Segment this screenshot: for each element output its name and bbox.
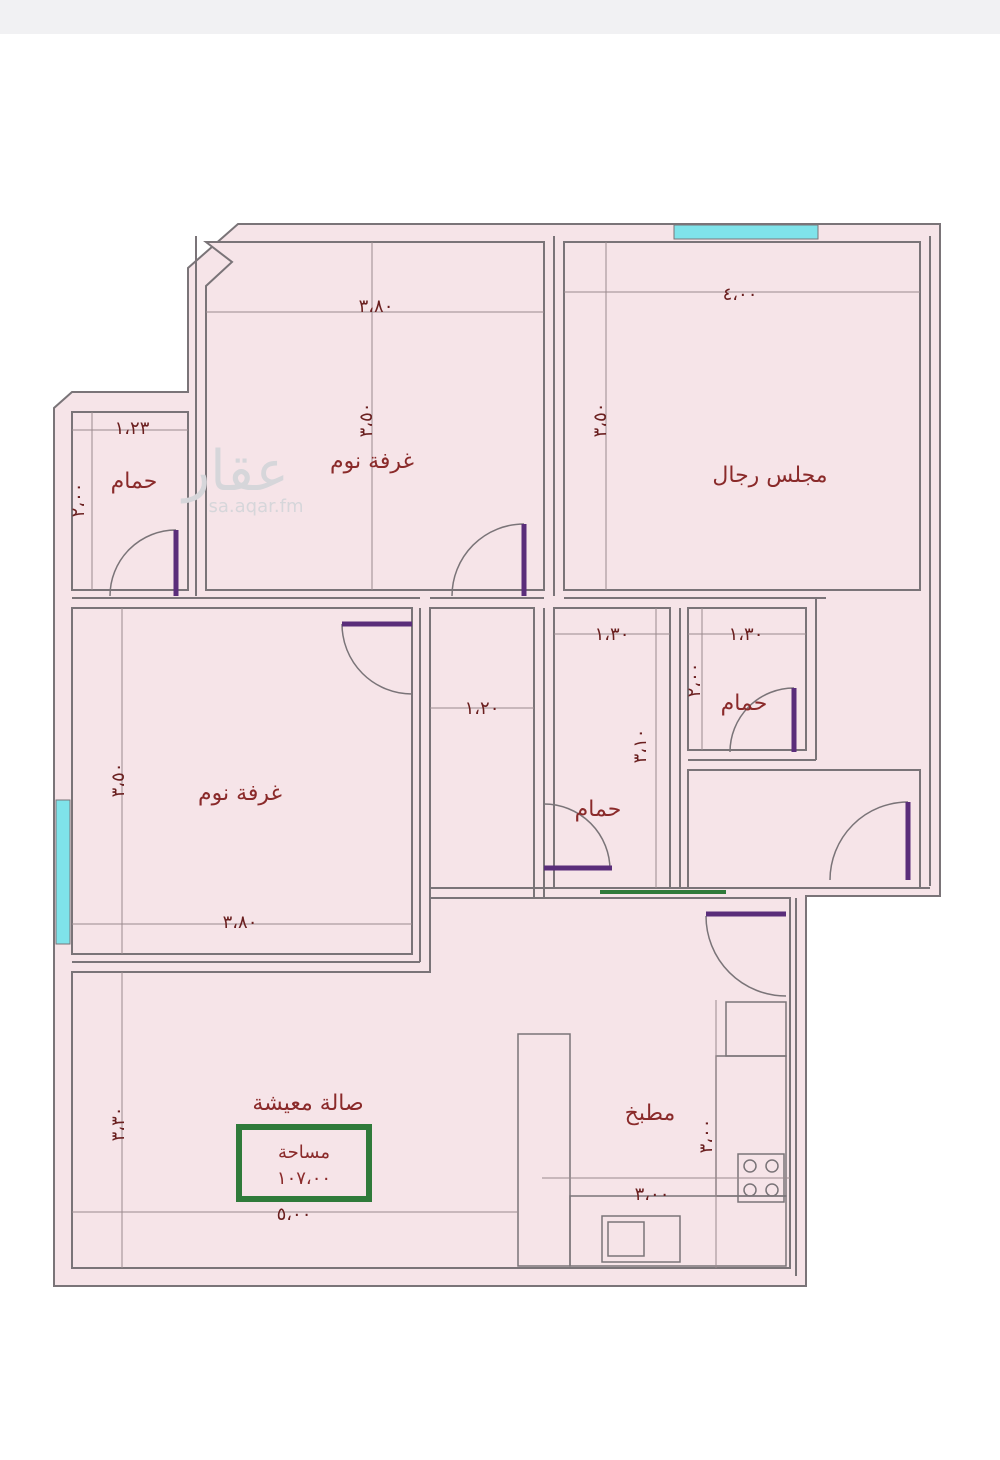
room-floors bbox=[71, 241, 921, 1269]
label-bathroom-left: حمام bbox=[111, 469, 158, 494]
watermark-logo: عقار bbox=[180, 439, 289, 504]
dim-kitchen-w: ٣،٠٠ bbox=[635, 1184, 670, 1205]
dim-bedroom-left-w: ٣،٨٠ bbox=[223, 912, 258, 933]
door-bath-mid bbox=[543, 803, 611, 871]
room-labels: غرفة نوم حمام مجلس رجال غرفة نوم حمام حم… bbox=[111, 449, 828, 1126]
area-box: مساحة ١٠٧،٠٠ bbox=[236, 1124, 372, 1202]
dim-bath-right-w: ١،٣٠ bbox=[729, 624, 764, 645]
area-value: ١٠٧،٠٠ bbox=[277, 1168, 331, 1189]
label-bathroom-mid: حمام bbox=[575, 797, 622, 822]
dim-bedroom-top-h: ٣،٥٠ bbox=[356, 403, 377, 438]
window-left bbox=[55, 799, 71, 945]
dim-bedroom-left-h: ٣،٥٠ bbox=[108, 763, 129, 798]
top-bar bbox=[0, 0, 1000, 34]
dimension-labels: ٣،٨٠ ٣،٥٠ ٤،٠٠ ٣،٥٠ ١،٢٣ ٢،٠٠ ١،٣٠ ٣،١٠ … bbox=[68, 284, 763, 1225]
door-bath-left bbox=[109, 529, 177, 597]
bathroom-right-floor bbox=[687, 607, 807, 751]
majlis-floor bbox=[563, 241, 921, 591]
area-label: مساحة bbox=[278, 1142, 330, 1163]
label-majlis: مجلس رجال bbox=[712, 463, 827, 488]
sink bbox=[601, 1215, 681, 1263]
door-majlis bbox=[829, 801, 909, 881]
dim-living-h: ٣،٣٠ bbox=[108, 1107, 129, 1142]
dim-majlis-w: ٤،٠٠ bbox=[723, 284, 758, 305]
dim-bath-left-h: ٢،٠٠ bbox=[68, 483, 89, 518]
label-bedroom-left: غرفة نوم bbox=[198, 781, 282, 806]
label-living: صالة معيشة bbox=[252, 1091, 363, 1116]
dim-bath-mid-w: ١،٣٠ bbox=[595, 624, 630, 645]
dim-corridor-w: ١،٢٠ bbox=[465, 698, 500, 719]
door-bath-right bbox=[729, 687, 795, 753]
bedroom-top-floor bbox=[203, 241, 545, 591]
dim-bedroom-top-w: ٣،٨٠ bbox=[359, 296, 394, 317]
dim-kitchen-h: ٣،٠٠ bbox=[696, 1119, 717, 1154]
watermark-url: sa.aqar.fm bbox=[209, 496, 304, 517]
interior-walls bbox=[72, 236, 931, 1276]
dim-bath-mid-h: ٣،١٠ bbox=[630, 729, 651, 764]
dim-majlis-h: ٣،٥٠ bbox=[590, 403, 611, 438]
label-kitchen: مطبخ bbox=[625, 1101, 676, 1126]
hall-floor bbox=[687, 769, 921, 889]
dim-living-w: ٥،٠٠ bbox=[277, 1204, 312, 1225]
label-bedroom-top: غرفة نوم bbox=[330, 449, 414, 474]
dimension-lines bbox=[72, 242, 920, 1268]
door-bedroom-left bbox=[341, 623, 413, 695]
bathroom-left-floor bbox=[71, 411, 189, 591]
dim-bath-right-h: ٢،٠٠ bbox=[684, 663, 705, 698]
corridor-floor bbox=[429, 607, 535, 899]
label-bathroom-right: حمام bbox=[721, 691, 768, 716]
door-bedroom-top bbox=[451, 523, 525, 597]
bathroom-mid-floor bbox=[553, 607, 671, 889]
counter-left bbox=[517, 1033, 571, 1267]
dim-bath-left-w: ١،٢٣ bbox=[115, 418, 150, 439]
doors bbox=[109, 523, 911, 997]
window-top bbox=[673, 224, 819, 240]
counter-bottom bbox=[569, 1195, 787, 1267]
door-kitchen bbox=[705, 915, 787, 997]
